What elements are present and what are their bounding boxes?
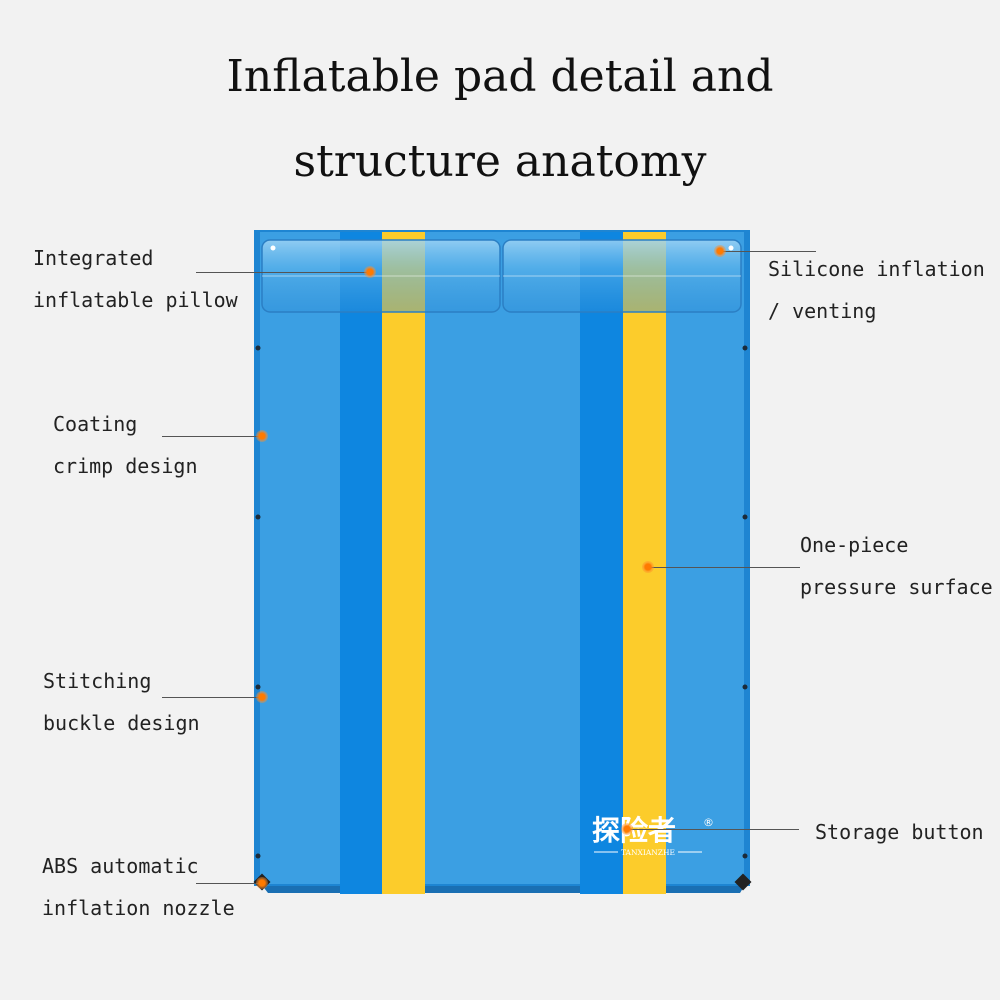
pillow-valve-left-icon (270, 245, 276, 251)
marker-pressure (642, 561, 654, 573)
callout-silicone-line-1: Silicone inflation (768, 257, 985, 281)
callout-stitching: Stitching buckle design (43, 660, 200, 744)
callout-coating-line-2: crimp design (53, 454, 198, 478)
marker-silicone (714, 245, 726, 257)
brand-logo: 探险者 (592, 814, 676, 847)
edge-rivets (255, 345, 748, 859)
callout-silicone-line-2: / venting (768, 299, 877, 323)
pillow-valve-right-icon (728, 245, 734, 251)
callout-coating: Coating crimp design (53, 403, 198, 487)
brand-subtitle: TANXIANZHE (621, 848, 675, 857)
marker-nozzle (256, 877, 268, 889)
callout-pressure: One-piece pressure surface (800, 524, 993, 608)
title-line-1: Inflatable pad detail and (226, 51, 774, 102)
stripe-blue-left (340, 232, 382, 894)
callout-storage-line-1: Storage button (815, 820, 984, 844)
pad-body (260, 232, 744, 884)
callout-silicone: Silicone inflation / venting (768, 248, 985, 332)
marker-stitching (256, 691, 268, 703)
leader-storage (627, 829, 799, 830)
marker-storage (621, 823, 633, 835)
callout-pillow-line-2: inflatable pillow (33, 288, 238, 312)
callout-coating-line-1: Coating (53, 412, 138, 436)
title-line-2: structure anatomy (293, 136, 707, 187)
stripe-yellow-left (382, 232, 425, 894)
callout-pressure-line-2: pressure surface (800, 575, 993, 599)
callout-storage: Storage button (815, 811, 984, 853)
callout-stitching-line-2: buckle design (43, 711, 200, 735)
pillow-left (261, 239, 501, 313)
leader-silicone (720, 251, 816, 252)
callout-nozzle-line-1: ABS automatic (42, 854, 199, 878)
leader-nozzle (196, 883, 262, 884)
leader-stitching (162, 697, 262, 698)
stripe-blue-right (580, 232, 623, 894)
callout-stitching-line-1: Stitching (43, 669, 152, 693)
marker-pillow (364, 266, 376, 278)
callout-pillow-line-1: Integrated (33, 246, 154, 270)
leader-coating (162, 436, 262, 437)
marker-coating (256, 430, 268, 442)
callout-nozzle: ABS automatic inflation nozzle (42, 845, 235, 929)
pillow-right (502, 239, 742, 313)
nozzle-right-icon (734, 873, 752, 891)
leader-pressure (648, 567, 800, 568)
leader-pillow (196, 272, 370, 273)
brand-registered-mark: ® (703, 816, 714, 829)
callout-pressure-line-1: One-piece (800, 533, 909, 557)
callout-pillow: Integrated inflatable pillow (33, 237, 238, 321)
callout-nozzle-line-2: inflation nozzle (42, 896, 235, 920)
